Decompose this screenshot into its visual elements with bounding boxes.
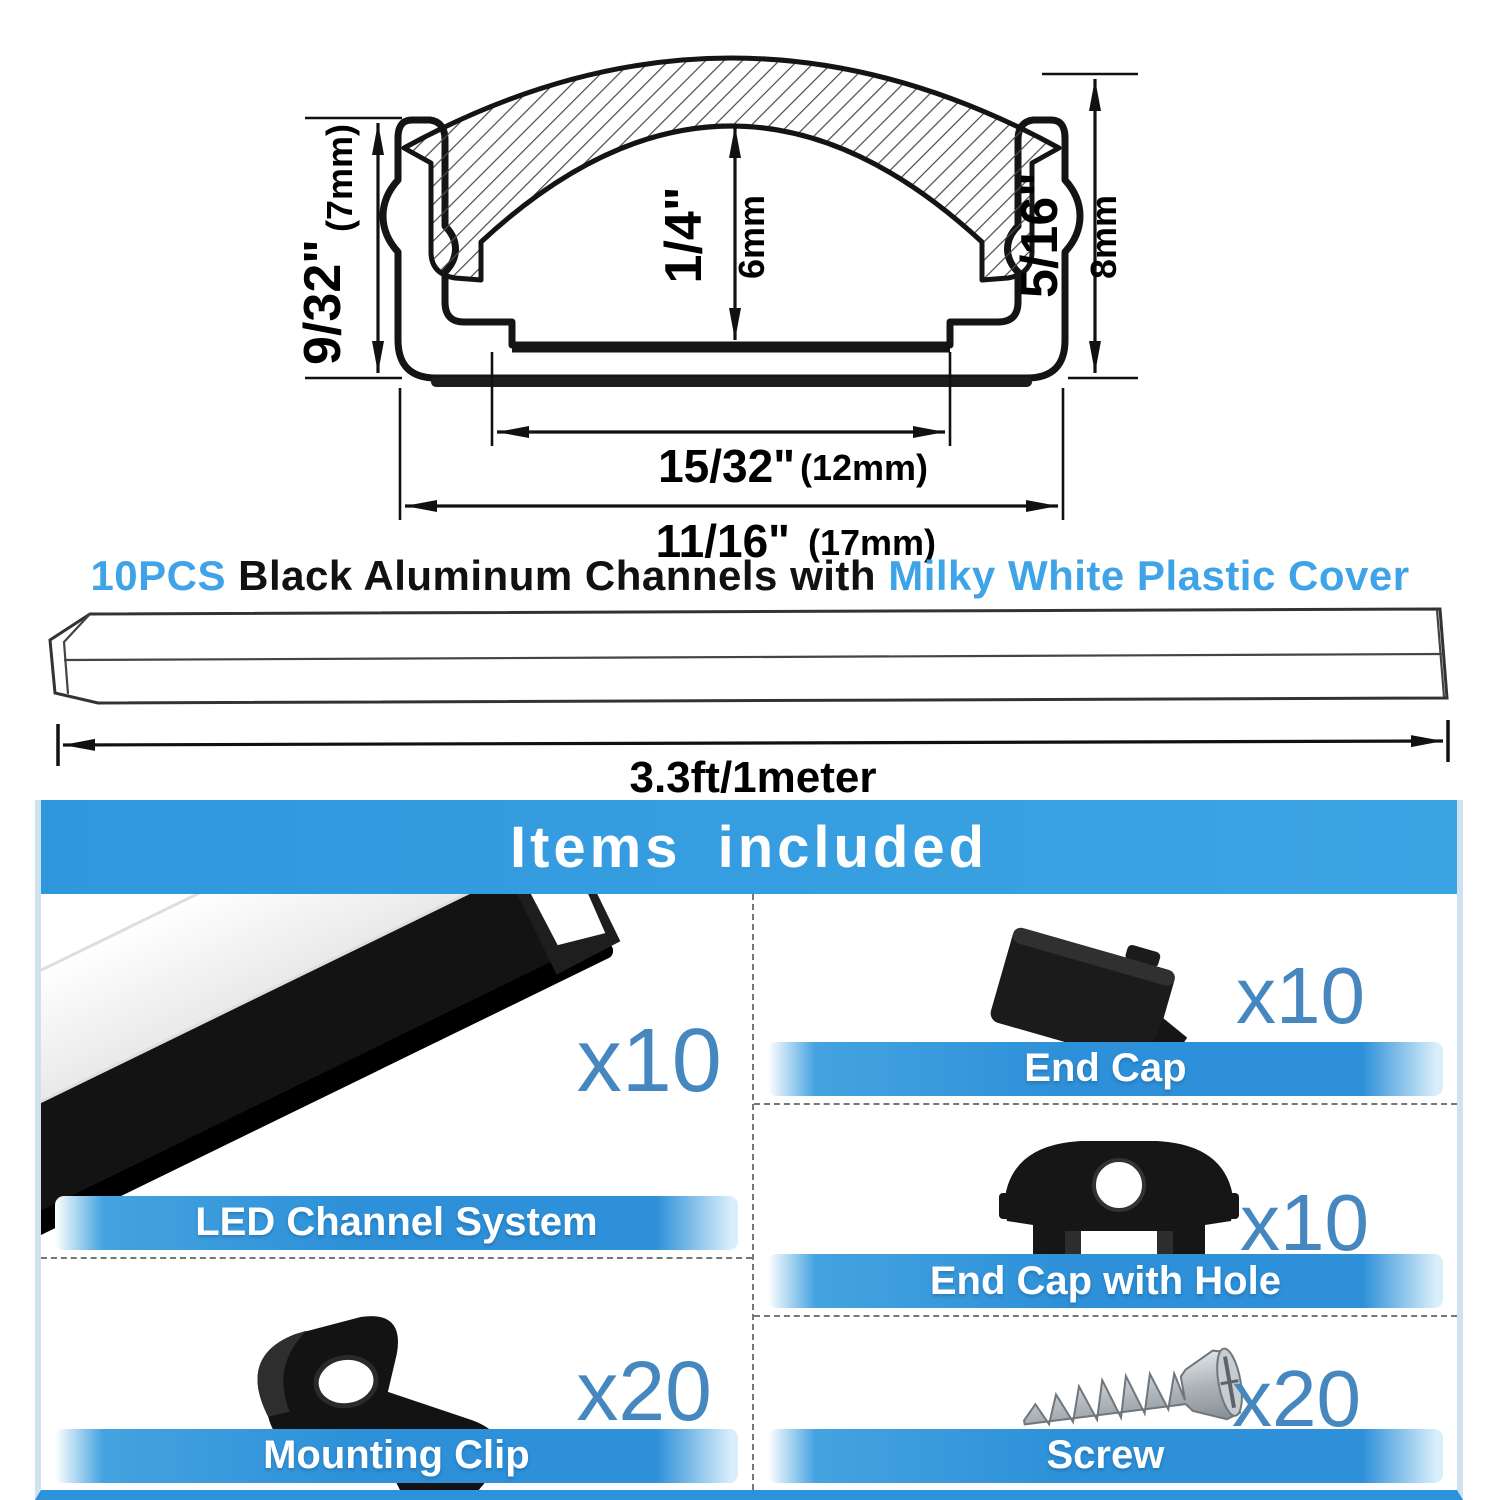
svg-text:11/16": 11/16" [656,515,790,567]
svg-text:(17mm): (17mm) [808,522,936,563]
screw-label: Screw [767,1428,1443,1483]
items-column-left: x10 LED Channel System x20 Mounting Clip [41,894,752,1490]
mounting-clip-count: x20 [576,1343,712,1438]
items-grid: x10 LED Channel System x20 Mounting Clip [41,894,1457,1490]
items-included-header: Items included [41,800,1457,894]
end-cap-with-hole-image [998,1140,1239,1289]
title-main: Black Aluminum Channels with [226,552,889,599]
item-mounting-clip: x20 Mounting Clip [41,1259,752,1490]
items-column-right: x10 End Cap x10 End Cap with Hole [751,894,1457,1490]
dimension-length: 3.3ft/1meter [56,720,1450,798]
dimension-side-height: (7mm) 9/32" [294,116,402,380]
title-cover: Milky White Plastic Cover [888,552,1410,599]
svg-text:5/16": 5/16" [1011,172,1069,298]
led-channel-image [41,894,621,1238]
dimension-outer-width: 11/16" (17mm) [398,388,1065,567]
svg-text:1/4": 1/4" [655,187,713,284]
dimension-total-height: 5/16" 8mm [1011,72,1138,380]
screw-image [1022,1347,1243,1427]
svg-text:8mm: 8mm [1083,195,1124,279]
led-channel-count: x10 [576,1011,722,1111]
dimension-inner-width: 15/32" (12mm) [490,352,952,492]
items-included-panel: Items included [35,800,1463,1500]
end-cap-with-hole-count: x10 [1240,1177,1369,1267]
dimension-inner-height: 1/4" 6mm [655,126,772,340]
channel-length-drawing: 3.3ft/1meter [48,607,1450,798]
item-screw: x20 Screw [754,1317,1457,1490]
svg-text:3.3ft/1meter: 3.3ft/1meter [629,753,876,798]
mounting-clip-label: Mounting Clip [55,1428,738,1483]
end-cap-with-hole-label: End Cap with Hole [767,1254,1443,1309]
aluminum-channel-profile [379,116,1084,382]
item-end-cap-with-hole: x10 End Cap with Hole [753,1105,1457,1318]
plastic-cover-hatched [401,55,1062,283]
svg-text:6mm: 6mm [731,195,772,279]
end-cap-count: x10 [1236,951,1365,1040]
channel-bar-outline [48,607,1449,705]
end-cap-label: End Cap [767,1041,1443,1096]
svg-text:(12mm): (12mm) [800,447,928,488]
channel-cross-section-diagram: (7mm) 9/32" 1/4" 6mm 5/16" 8mm 15/32" (1… [294,55,1138,567]
product-title: 10PCS Black Aluminum Channels with Milky… [0,552,1500,600]
svg-text:9/32": 9/32" [294,239,352,365]
item-led-channel-system: x10 LED Channel System [41,894,752,1259]
item-end-cap: x10 End Cap [753,894,1457,1105]
led-channel-label: LED Channel System [55,1195,738,1250]
screw-count: x20 [1232,1354,1361,1444]
svg-text:15/32": 15/32" [658,440,795,492]
title-count: 10PCS [90,552,227,599]
svg-text:(7mm): (7mm) [319,124,360,232]
